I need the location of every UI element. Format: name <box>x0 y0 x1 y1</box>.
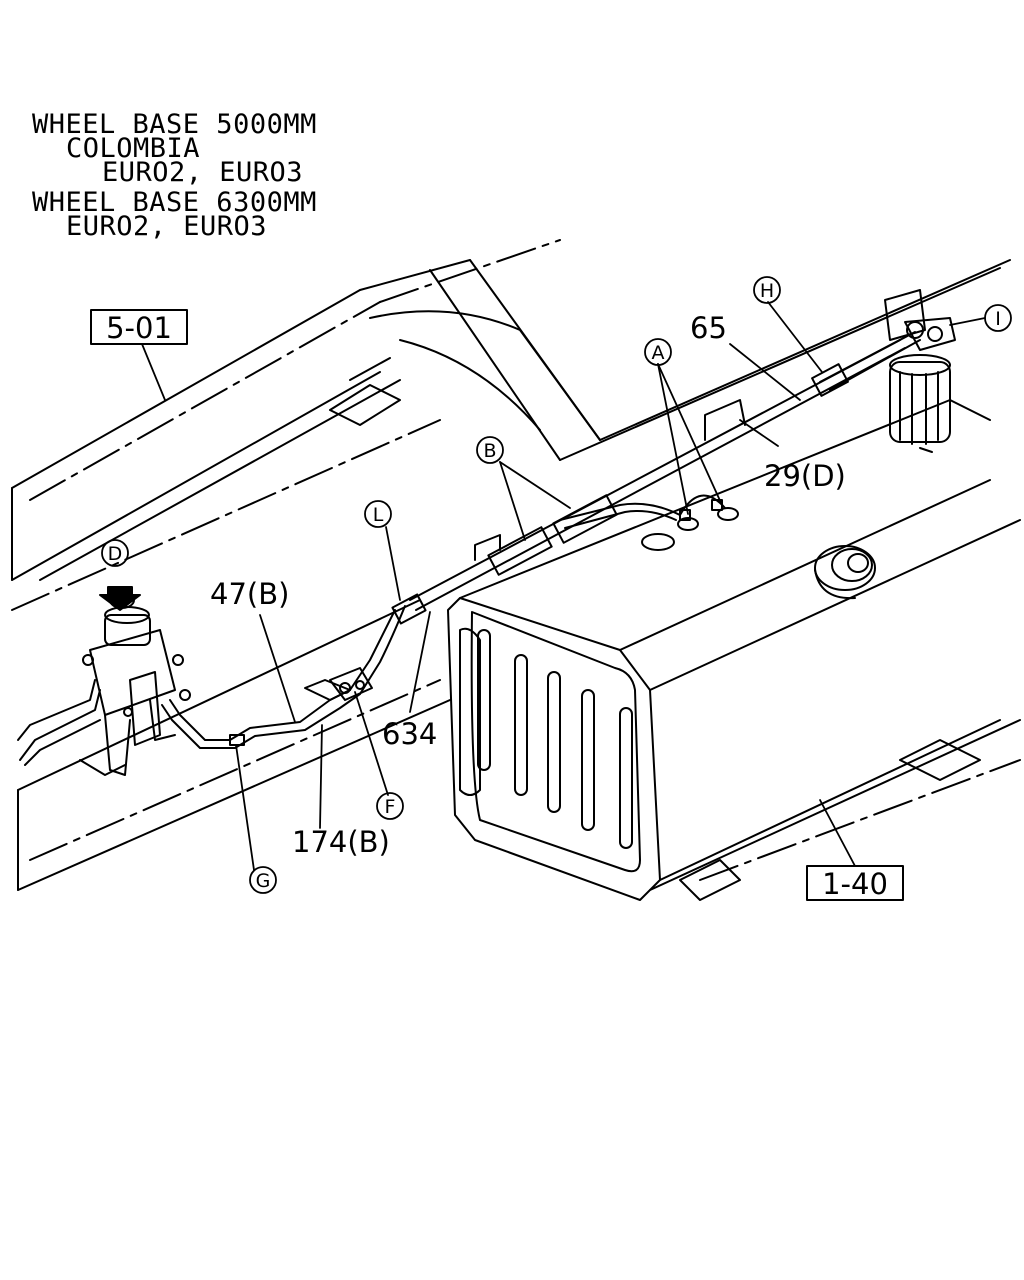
fuel-lines <box>17 331 921 766</box>
leader-lines <box>141 301 986 871</box>
part-634: 634 <box>382 717 437 751</box>
svg-text:D: D <box>108 543 123 565</box>
ref-tank-label: 1-40 <box>822 867 888 901</box>
part-174-b: 174(B) <box>292 825 390 859</box>
svg-text:F: F <box>385 796 396 818</box>
part-65: 65 <box>690 311 727 345</box>
fuel-filter-right <box>884 289 956 453</box>
header-line-1: WHEEL BASE 5000MM <box>32 109 317 140</box>
callout-d: D <box>101 539 129 567</box>
header-line-4: WHEEL BASE 6300MM <box>32 187 317 218</box>
header-line-2: COLOMBIA <box>66 133 201 164</box>
fuel-filter-left <box>79 591 191 776</box>
callout-a: A <box>644 338 672 366</box>
svg-text:G: G <box>256 870 271 892</box>
frame-rail <box>11 239 1011 611</box>
callout-l: L <box>364 500 392 528</box>
fuel-tank <box>447 399 1021 901</box>
callout-i: I <box>984 304 1012 332</box>
arrow-icon <box>99 586 141 611</box>
part-29-d: 29(D) <box>764 459 846 493</box>
ref-box-frame <box>90 309 188 345</box>
svg-text:I: I <box>995 308 1001 330</box>
callout-b: B <box>476 436 504 464</box>
part-47-b: 47(B) <box>210 577 289 611</box>
svg-text:A: A <box>652 342 665 364</box>
callout-g: G <box>249 866 277 894</box>
ref-frame-label: 5-01 <box>106 311 172 345</box>
callout-f: F <box>376 792 404 820</box>
svg-text:L: L <box>373 504 384 526</box>
header-line-5: EURO2, EURO3 <box>66 211 268 242</box>
callout-h: H <box>753 276 781 304</box>
frame-rail-lower <box>17 599 1021 901</box>
svg-text:B: B <box>483 440 496 462</box>
svg-text:H: H <box>760 280 774 302</box>
clamps <box>229 399 746 746</box>
header-line-3: EURO2, EURO3 <box>102 157 304 188</box>
